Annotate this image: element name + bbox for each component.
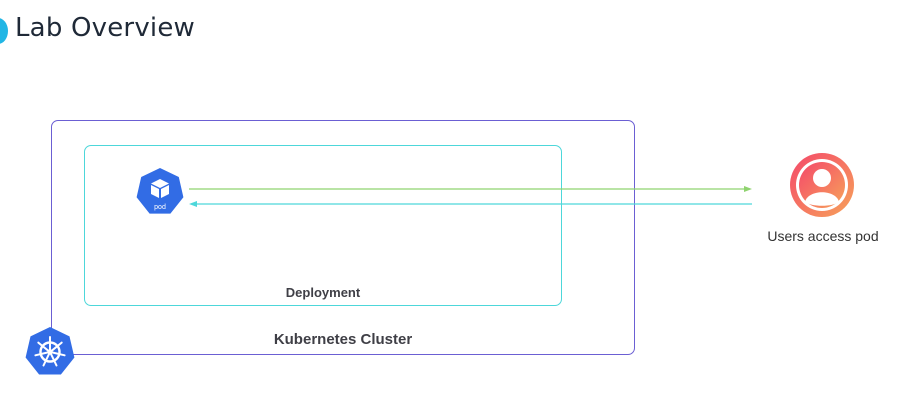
cluster-boundary (51, 120, 635, 355)
pod-label: pod (154, 204, 166, 211)
kubernetes-icon (25, 327, 75, 375)
page-title: Lab Overview (15, 13, 195, 43)
deployment-boundary (84, 145, 562, 306)
user-icon (790, 153, 854, 217)
response-arrow (189, 201, 752, 207)
user-label: Users access pod (767, 228, 879, 244)
title-bullet-icon (0, 18, 8, 44)
pod-icon: pod (136, 168, 184, 214)
deployment-label: Deployment (285, 285, 361, 300)
cluster-label: Kubernetes Cluster (273, 331, 413, 348)
request-arrow (189, 186, 752, 192)
